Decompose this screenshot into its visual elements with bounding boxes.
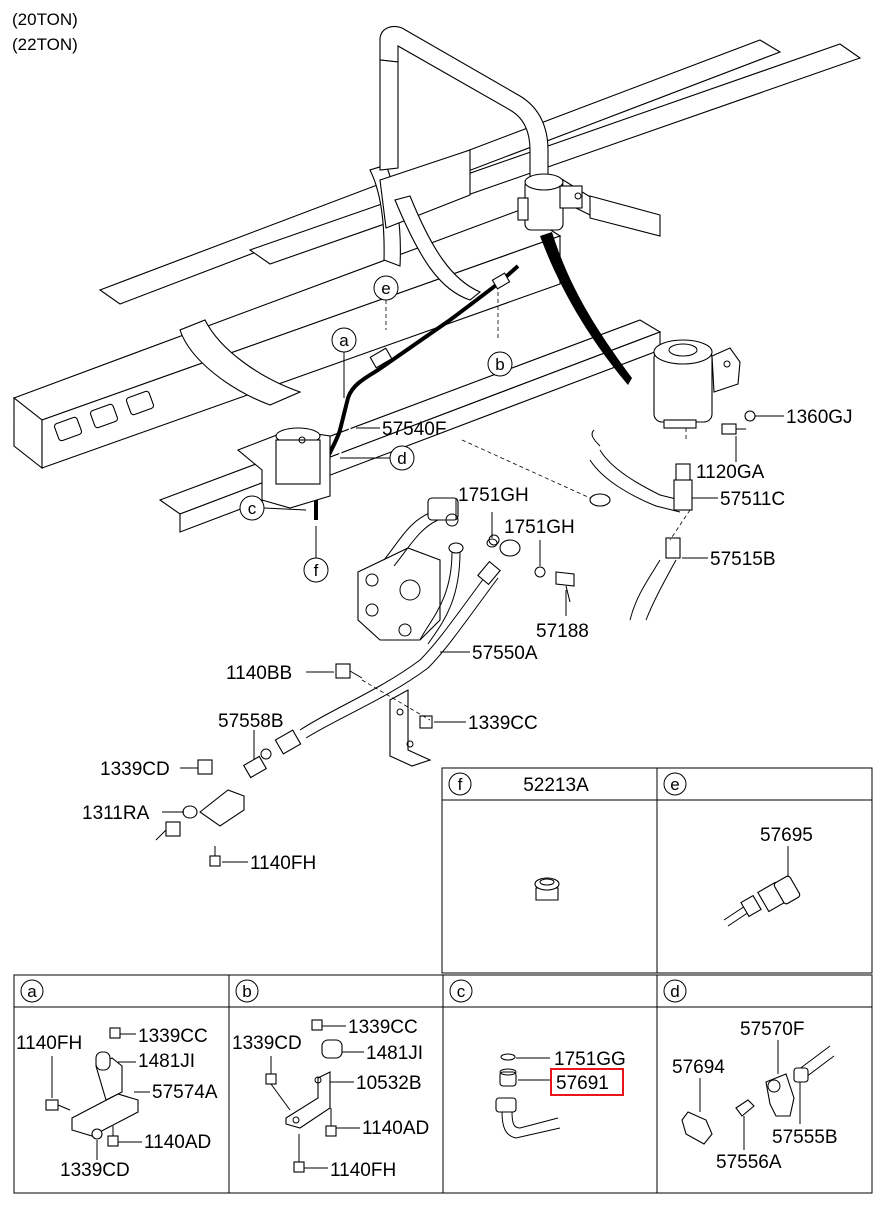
svg-text:1751GH: 1751GH (504, 517, 575, 538)
svg-text:1140BB: 1140BB (226, 663, 292, 684)
title-line-1: (20TON) (12, 10, 78, 29)
label-1140FH: 1140FH (222, 853, 316, 874)
svg-text:1751GH: 1751GH (458, 485, 529, 506)
svg-text:1311RA: 1311RA (82, 803, 150, 824)
detail-c: c 1751GG 57691 (449, 979, 626, 1139)
hoses-right (589, 429, 693, 621)
pipe-fittings (419, 497, 575, 645)
label-57540F: 57540F (356, 419, 446, 440)
mounting-bracket (335, 663, 433, 767)
part-10532B: 10532B (356, 1073, 422, 1094)
part-1339CD: 1339CD (232, 1033, 302, 1054)
part-1339CD: 1339CD (60, 1160, 130, 1181)
svg-text:1339CC: 1339CC (468, 713, 538, 734)
part-1140AD: 1140AD (144, 1132, 211, 1153)
detail-f: f 52213A (448, 772, 589, 901)
highlight-57691 (550, 1068, 624, 1096)
label-1311RA: 1311RA (82, 803, 184, 824)
callout-d: d (340, 445, 415, 471)
svg-text:57558B: 57558B (218, 711, 284, 732)
part-57574A: 57574A (152, 1082, 218, 1103)
label-1751GH-2: 1751GH (504, 517, 575, 566)
part-1140FH: 1140FH (330, 1160, 396, 1181)
svg-text:57188: 57188 (536, 621, 589, 642)
label-1140BB: 1140BB (226, 663, 334, 684)
svg-text:a: a (339, 331, 349, 350)
svg-text:57511C: 57511C (720, 489, 785, 510)
label-57188: 57188 (536, 590, 589, 642)
lower-bracket (155, 759, 245, 867)
detail-a: a 1140FH 1339CC 1481JI 57574A 1140AD 133… (16, 979, 218, 1181)
part-1481JI: 1481JI (366, 1043, 423, 1064)
label-57558B: 57558B (218, 711, 284, 760)
svg-text:57515B: 57515B (710, 549, 776, 570)
part-1339CC: 1339CC (348, 1017, 418, 1038)
part-57570F: 57570F (740, 1019, 804, 1040)
callout-f: f (303, 526, 329, 583)
part-1140AD: 1140AD (362, 1118, 429, 1139)
svg-text:d: d (670, 982, 679, 1001)
label-1120GA: 1120GA (696, 436, 765, 483)
receiver-dryer-large (653, 339, 741, 429)
part-1481JI: 1481JI (138, 1051, 195, 1072)
svg-text:d: d (397, 449, 406, 468)
svg-text:b: b (242, 982, 251, 1001)
detail-grid-upper (441, 767, 873, 974)
detail-e: e 57695 (663, 772, 813, 927)
part-57691: 57691 (556, 1073, 609, 1094)
svg-text:f: f (314, 561, 319, 580)
title-line-2: (22TON) (12, 35, 78, 54)
detail-grid-lower (13, 974, 873, 1194)
part-57555B: 57555B (772, 1127, 838, 1148)
compressor-bracket (236, 427, 331, 509)
dryer-hardware (721, 410, 756, 435)
part-1140FH: 1140FH (16, 1033, 82, 1054)
svg-text:c: c (248, 499, 257, 518)
magnify-arrow (540, 232, 632, 385)
svg-text:57540F: 57540F (382, 419, 446, 440)
svg-text:a: a (27, 982, 37, 1001)
receiver-dryer-small (517, 173, 583, 231)
svg-text:1140FH: 1140FH (250, 853, 316, 874)
callout-a: a (331, 327, 357, 398)
svg-text:e: e (670, 775, 679, 794)
compressor (357, 511, 441, 641)
hose-57550A (242, 560, 501, 779)
chassis-frame (12, 25, 862, 533)
part-1339CC: 1339CC (138, 1026, 208, 1047)
callout-c: c (239, 495, 307, 521)
callout-e: e (373, 275, 399, 301)
svg-text:c: c (457, 982, 466, 1001)
label-1339CD: 1339CD (100, 759, 198, 780)
svg-text:1120GA: 1120GA (696, 462, 765, 483)
part-1751GG: 1751GG (554, 1049, 626, 1070)
svg-text:1360GJ: 1360GJ (786, 407, 853, 428)
label-57511C: 57511C (692, 489, 785, 510)
label-57550A: 57550A (440, 643, 538, 664)
part-57695: 57695 (760, 825, 813, 846)
svg-text:57550A: 57550A (472, 643, 538, 664)
label-1360GJ: 1360GJ (755, 407, 853, 428)
dashed-lead-lines (361, 292, 691, 721)
svg-text:e: e (381, 279, 390, 298)
part-57694: 57694 (672, 1057, 725, 1078)
label-57515B: 57515B (682, 549, 776, 570)
detail-b: b 1339CD 1339CC 1481JI 10532B 1140AD 114… (232, 979, 429, 1181)
svg-text:f: f (458, 775, 463, 794)
detail-d: d 57570F 57694 57555B 57556A (663, 979, 838, 1173)
part-57556A: 57556A (716, 1152, 782, 1173)
label-1339CC: 1339CC (434, 713, 538, 734)
part-52213A: 52213A (523, 775, 589, 796)
svg-text:1339CD: 1339CD (100, 759, 170, 780)
callout-b: b (487, 351, 513, 377)
svg-text:b: b (495, 355, 504, 374)
label-1751GH-1: 1751GH (455, 485, 529, 548)
